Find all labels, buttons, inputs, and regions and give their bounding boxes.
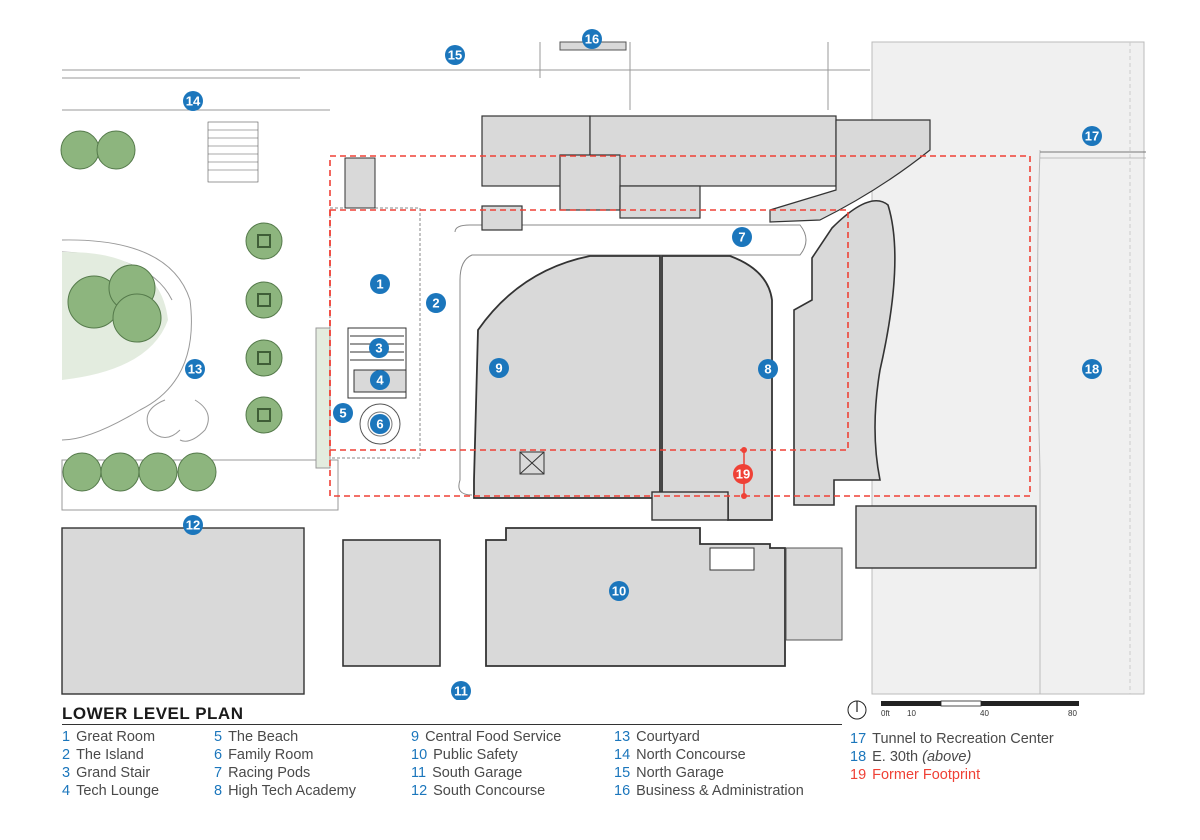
marker-12: 12 bbox=[183, 515, 203, 535]
scale-label: 80 bbox=[1068, 709, 1077, 718]
marker-13: 13 bbox=[185, 359, 205, 379]
marker-9: 9 bbox=[489, 358, 509, 378]
svg-text:10: 10 bbox=[612, 584, 626, 599]
svg-text:2: 2 bbox=[432, 296, 439, 311]
marker-2: 2 bbox=[426, 293, 446, 313]
svg-text:8: 8 bbox=[764, 362, 771, 377]
marker-4: 4 bbox=[370, 370, 390, 390]
marker-6: 6 bbox=[370, 414, 390, 434]
marker-11: 11 bbox=[451, 681, 471, 700]
south-building-middle bbox=[342, 539, 441, 667]
svg-text:5: 5 bbox=[339, 406, 346, 421]
marker-16: 16 bbox=[582, 29, 602, 49]
svg-text:19: 19 bbox=[736, 467, 750, 482]
svg-text:1: 1 bbox=[376, 277, 383, 292]
marker-1: 1 bbox=[370, 274, 390, 294]
central-food-service-building bbox=[473, 255, 661, 499]
scale-label: 0ft bbox=[881, 709, 890, 718]
marker-14: 14 bbox=[183, 91, 203, 111]
svg-text:14: 14 bbox=[186, 94, 201, 109]
floor-plan-map: 1 2 3 4 5 6 7 8 9 10 11 12 13 14 15 16 1… bbox=[60, 29, 1146, 700]
svg-text:6: 6 bbox=[376, 417, 383, 432]
svg-text:7: 7 bbox=[738, 230, 745, 245]
svg-text:9: 9 bbox=[495, 361, 502, 376]
marker-15: 15 bbox=[445, 45, 465, 65]
marker-18: 18 bbox=[1082, 359, 1102, 379]
svg-text:12: 12 bbox=[186, 518, 200, 533]
marker-17: 17 bbox=[1082, 126, 1102, 146]
scale-label: 10 bbox=[907, 709, 916, 718]
svg-text:18: 18 bbox=[1085, 362, 1099, 377]
title-rule bbox=[62, 724, 842, 725]
marker-7: 7 bbox=[732, 227, 752, 247]
high-tech-academy-building bbox=[661, 255, 773, 521]
south-building-west bbox=[61, 527, 305, 695]
plan-title: LOWER LEVEL PLAN bbox=[62, 704, 244, 723]
marker-5: 5 bbox=[333, 403, 353, 423]
east-wing-building bbox=[793, 200, 896, 506]
svg-text:15: 15 bbox=[448, 48, 462, 63]
marker-10: 10 bbox=[609, 581, 629, 601]
north-arrow-icon bbox=[847, 700, 867, 720]
marker-3: 3 bbox=[369, 338, 389, 358]
grand-stair bbox=[347, 327, 407, 399]
north-stair bbox=[207, 121, 259, 183]
marker-8: 8 bbox=[758, 359, 778, 379]
trees bbox=[60, 130, 283, 492]
scale-label: 40 bbox=[980, 709, 989, 718]
north-building-block bbox=[481, 115, 931, 231]
svg-text:16: 16 bbox=[585, 32, 599, 47]
svg-text:11: 11 bbox=[454, 684, 468, 699]
marker-19: 19 bbox=[733, 464, 753, 484]
former-footprint-outline bbox=[329, 155, 1031, 497]
svg-text:17: 17 bbox=[1085, 129, 1099, 144]
svg-text:4: 4 bbox=[376, 373, 384, 388]
svg-text:3: 3 bbox=[375, 341, 382, 356]
svg-text:13: 13 bbox=[188, 362, 202, 377]
scale-bar bbox=[847, 700, 1079, 720]
